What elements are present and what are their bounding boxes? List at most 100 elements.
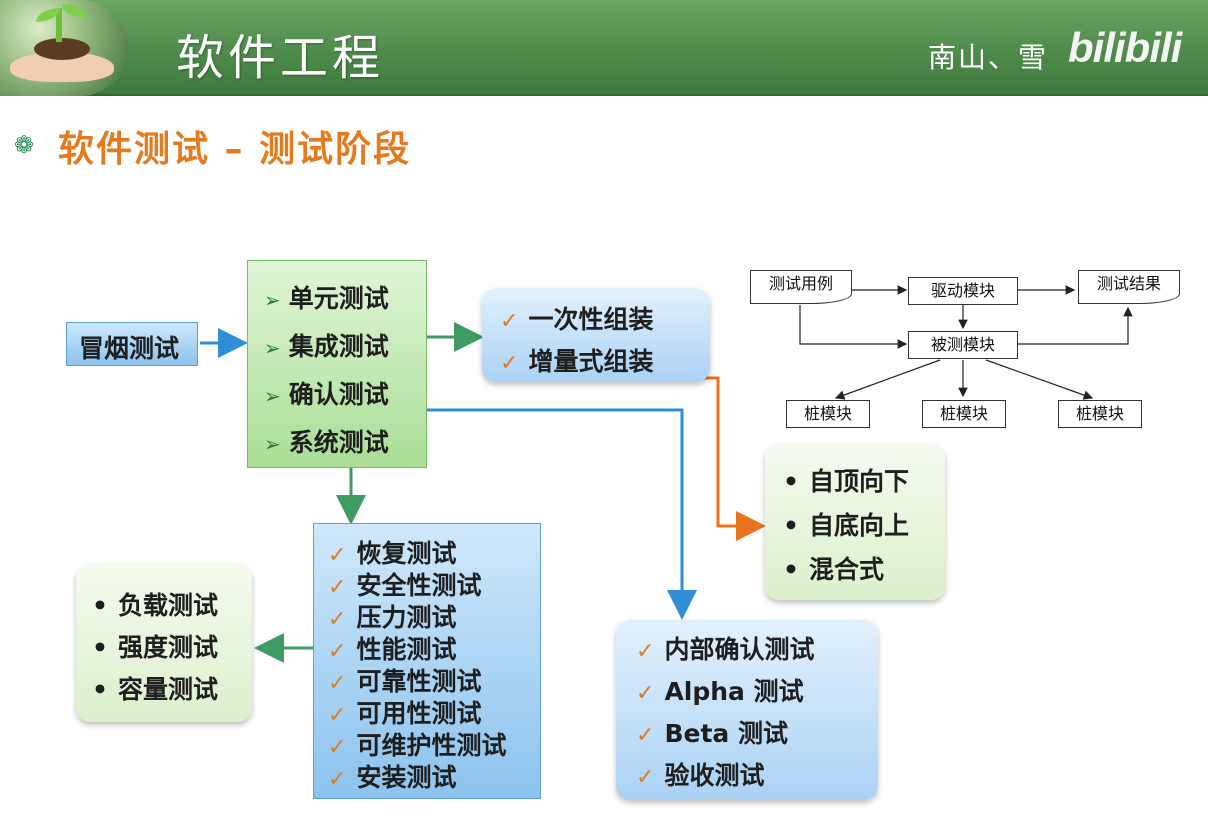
- acceptance-test-item: ✓ Beta 测试: [636, 714, 788, 750]
- performance-test-label: 容量测试: [117, 675, 218, 704]
- system-test-item: ✓ 恢复测试: [328, 534, 456, 570]
- system-test-label: 可用性测试: [356, 699, 482, 728]
- stage-item: ➢ 集成测试: [264, 327, 389, 363]
- acceptance-test-label: 验收测试: [664, 761, 765, 790]
- dot-bullet-icon: •: [783, 511, 799, 540]
- test-stages-box: ➢ 单元测试 ➢ 集成测试 ➢ 确认测试 ➢ 系统测试: [247, 260, 427, 468]
- system-test-label: 恢复测试: [356, 539, 457, 568]
- seedling-hands-image: [0, 0, 128, 96]
- system-test-label: 可维护性测试: [356, 731, 507, 760]
- system-test-label: 安全性测试: [356, 571, 482, 600]
- system-test-item: ✓ 压力测试: [328, 598, 456, 634]
- strategy-item: • 自顶向下: [783, 462, 909, 498]
- line-module-to-stub1: [834, 359, 941, 400]
- acceptance-test-item: ✓ 验收测试: [636, 756, 764, 792]
- stage-item: ➢ 系统测试: [264, 423, 389, 459]
- check-icon: ✓: [328, 703, 347, 728]
- check-icon: ✓: [328, 735, 347, 760]
- system-test-label: 压力测试: [356, 603, 457, 632]
- stub-module-box: 桩模块: [922, 400, 1006, 428]
- check-icon: ✓: [500, 309, 519, 334]
- line-module-to-stub3: [985, 359, 1094, 400]
- check-icon: ✓: [328, 767, 347, 792]
- smoke-test-box: 冒烟测试: [66, 322, 198, 366]
- system-test-label: 可靠性测试: [356, 667, 482, 696]
- acceptance-test-label: 内部确认测试: [664, 635, 815, 664]
- integration-method-label: 一次性组装: [528, 305, 654, 334]
- system-test-label: 安装测试: [356, 763, 457, 792]
- flower-bullet-icon: ❁: [14, 131, 35, 159]
- system-test-item: ✓ 可维护性测试: [328, 726, 506, 762]
- check-icon: ✓: [328, 671, 347, 696]
- check-icon: ✓: [328, 543, 347, 568]
- system-test-item: ✓ 安全性测试: [328, 566, 481, 602]
- acceptance-test-item: ✓ 内部确认测试: [636, 630, 814, 666]
- arrow-bullet-icon: ➢: [264, 336, 281, 360]
- stage-label: 确认测试: [288, 380, 389, 409]
- arrow-bullet-icon: ➢: [264, 432, 281, 456]
- dot-bullet-icon: •: [783, 555, 799, 584]
- driver-module-box: 驱动模块: [908, 277, 1018, 305]
- line-cases-to-module: [799, 305, 908, 349]
- check-icon: ✓: [636, 723, 655, 748]
- system-test-item: ✓ 可靠性测试: [328, 662, 481, 698]
- strategy-item: • 自底向上: [783, 506, 909, 542]
- acceptance-test-label: Alpha 测试: [664, 677, 804, 706]
- check-icon: ✓: [500, 351, 519, 376]
- dot-bullet-icon: •: [92, 633, 108, 662]
- check-icon: ✓: [636, 681, 655, 706]
- stage-label: 单元测试: [288, 284, 389, 313]
- strategy-label: 自顶向下: [808, 467, 909, 496]
- check-icon: ✓: [328, 639, 347, 664]
- strategy-label: 自底向上: [808, 511, 909, 540]
- stub-module-box: 桩模块: [1058, 400, 1142, 428]
- stage-item: ➢ 确认测试: [264, 375, 389, 411]
- check-icon: ✓: [328, 607, 347, 632]
- arrow-bullet-icon: ➢: [264, 288, 281, 312]
- arrow-incremental-to-strategies: [548, 376, 766, 541]
- system-test-label: 性能测试: [356, 635, 457, 664]
- section-title: 软件测试 – 测试阶段: [58, 129, 412, 170]
- integration-methods-box: ✓ 一次性组装 ✓ 增量式组装: [482, 288, 710, 382]
- integration-method-label: 增量式组装: [528, 347, 654, 376]
- test-cases-doc: 测试用例: [750, 270, 852, 304]
- performance-test-label: 强度测试: [117, 633, 218, 662]
- system-test-item: ✓ 性能测试: [328, 630, 456, 666]
- dot-bullet-icon: •: [783, 467, 799, 496]
- author-name: 南山、雪: [928, 41, 1049, 74]
- performance-tests-box: •负载测试 • 强度测试 • 容量测试: [76, 564, 252, 722]
- header-bar: 软件工程 南山、雪 bilibili: [0, 0, 1208, 96]
- strategy-item: • 混合式: [783, 550, 884, 586]
- test-results-doc: 测试结果: [1078, 270, 1180, 304]
- system-tests-box: ✓ 恢复测试 ✓ 安全性测试 ✓ 压力测试 ✓ 性能测试 ✓ 可靠性测试 ✓ 可用性测试 ✓…: [313, 523, 541, 799]
- acceptance-tests-box: ✓ 内部确认测试 ✓ Alpha 测试 ✓ Beta 测试 ✓ 验收测试: [616, 620, 878, 800]
- sprout-stem: [56, 8, 62, 42]
- integration-method-item: ✓ 增量式组装: [500, 342, 653, 378]
- dot-bullet-icon: •: [92, 675, 108, 704]
- incremental-strategies-box: • 自顶向下 • 自底向上 • 混合式: [765, 444, 945, 600]
- stage-label: 系统测试: [288, 428, 389, 457]
- arrow-bullet-icon: ➢: [264, 384, 281, 408]
- performance-test-item: • 强度测试: [92, 628, 218, 664]
- smoke-test-label: 冒烟测试: [79, 334, 180, 363]
- bilibili-logo: bilibili: [1068, 24, 1182, 71]
- performance-test-label: 负载测试: [117, 591, 218, 620]
- stage-label: 集成测试: [288, 332, 389, 361]
- acceptance-test-label: Beta 测试: [664, 719, 788, 748]
- check-icon: ✓: [636, 765, 655, 790]
- module-under-test-box: 被测模块: [908, 331, 1018, 359]
- performance-test-item: •负载测试: [92, 586, 218, 622]
- line-module-to-results: [1018, 306, 1133, 345]
- stage-item: ➢ 单元测试: [264, 279, 389, 315]
- strategy-label: 混合式: [808, 555, 884, 584]
- check-icon: ✓: [328, 575, 347, 600]
- performance-test-item: • 容量测试: [92, 670, 218, 706]
- system-test-item: ✓ 可用性测试: [328, 694, 481, 730]
- acceptance-test-item: ✓ Alpha 测试: [636, 672, 804, 708]
- stub-module-box: 桩模块: [786, 400, 870, 428]
- soil-shape: [34, 38, 90, 60]
- system-test-item: ✓ 安装测试: [328, 758, 456, 794]
- integration-method-item: ✓ 一次性组装: [500, 300, 653, 336]
- course-title: 软件工程: [176, 30, 385, 86]
- check-icon: ✓: [636, 639, 655, 664]
